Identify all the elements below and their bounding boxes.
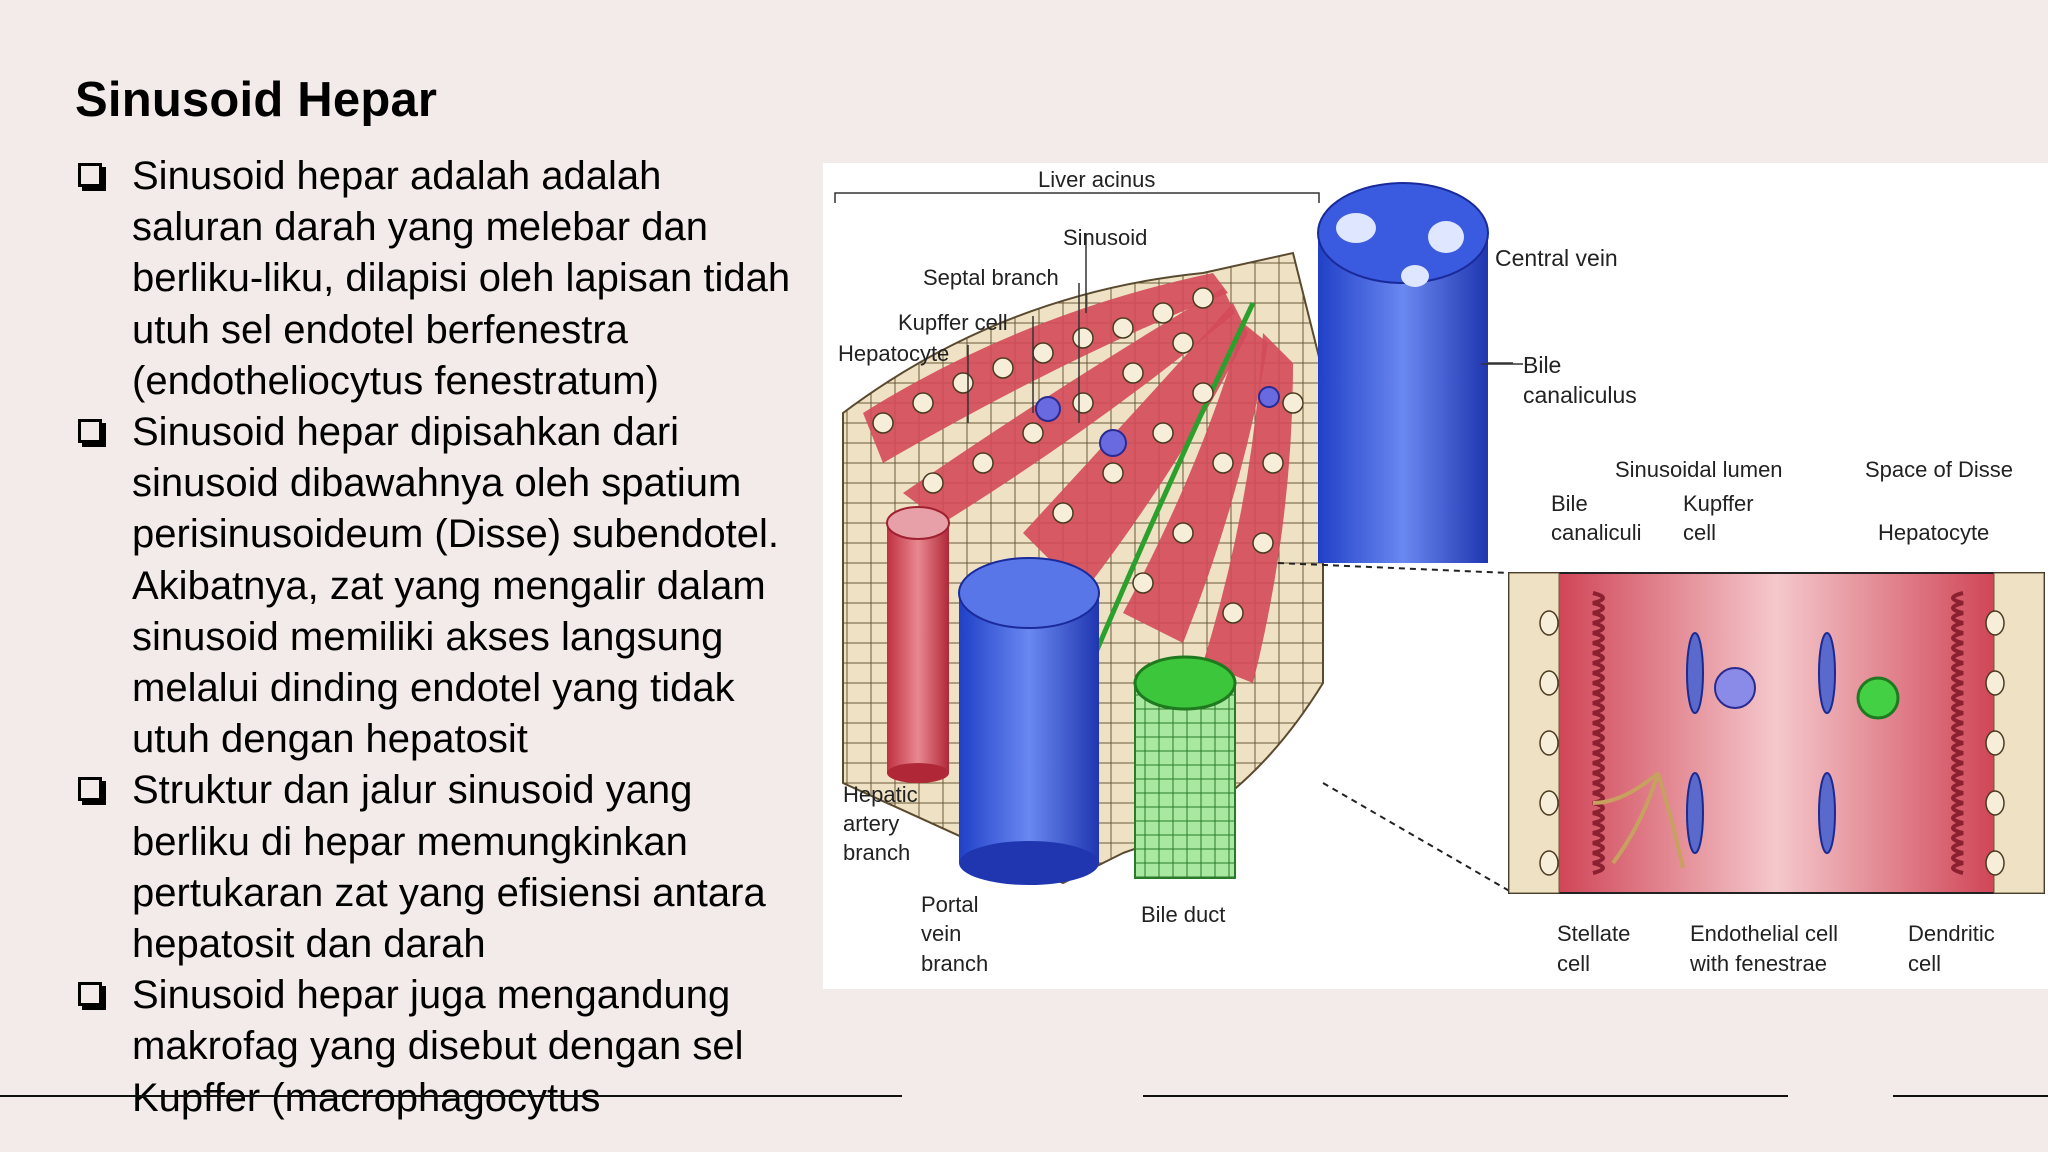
label-space-of-disse: Space of Disse (1865, 457, 2013, 482)
hepatic-artery-branch (886, 506, 950, 783)
footer-line-right (1893, 1095, 2048, 1097)
bile-duct (1133, 655, 1237, 879)
bullet-text: Sinusoid hepar dipisahkan dari sinusoid … (132, 410, 779, 762)
bullet-item: Sinusoid hepar dipisahkan dari sinusoid … (78, 407, 798, 765)
sinusoid-inset (1277, 562, 2045, 894)
label-hepatic-artery: Hepatic (843, 782, 918, 807)
label-central-vein: Central vein (1495, 245, 1618, 271)
label-dendritic-cell: Dendritic (1908, 921, 1995, 946)
label-hepatic-artery: artery (843, 811, 899, 836)
label-liver-acinus: Liver acinus (1038, 167, 1155, 192)
label-endothelial-cell: Endothelial cell (1690, 921, 1838, 946)
bullet-text: Sinusoid hepar juga mengandung makrofag … (132, 973, 744, 1120)
bullet-list: Sinusoid hepar adalah adalah saluran dar… (78, 151, 798, 1124)
label-portal-vein: branch (921, 951, 988, 976)
label-bile-canaliculi: canaliculi (1551, 520, 1642, 545)
label-kupffer: Kupffer (1683, 491, 1754, 516)
label-septal-branch: Septal branch (923, 265, 1059, 290)
label-dendritic-cell: cell (1908, 951, 1941, 976)
bullet-text: Sinusoid hepar adalah adalah saluran dar… (132, 154, 791, 403)
footer-line-middle (1143, 1095, 1788, 1097)
liver-acinus-bracket: Liver acinus (834, 167, 1320, 203)
slide-title: Sinusoid Hepar (75, 73, 438, 127)
footer-line-left (0, 1095, 902, 1097)
label-portal-vein: Portal (921, 892, 978, 917)
checkbox-bullet-icon (78, 777, 102, 802)
bullet-item: Sinusoid hepar adalah adalah saluran dar… (78, 151, 798, 407)
label-bile-canaliculus: canaliculus (1523, 382, 1637, 408)
label-kupffer-cell: Kupffer cell (898, 310, 1008, 335)
bullet-text: Struktur dan jalur sinusoid yang berliku… (132, 768, 766, 967)
label-bile-canaliculus: Bile (1523, 352, 1561, 378)
checkbox-bullet-icon (78, 982, 102, 1007)
label-hepatocyte-right: Hepatocyte (1878, 520, 1989, 545)
liver-sinusoid-diagram: Liver acinus (823, 163, 2048, 989)
label-bile-canaliculi: Bile (1551, 491, 1588, 516)
label-endothelial-cell: with fenestrae (1689, 951, 1827, 976)
label-hepatocyte: Hepatocyte (838, 341, 949, 366)
label-stellate-cell: Stellate (1557, 921, 1630, 946)
bullet-item: Struktur dan jalur sinusoid yang berliku… (78, 765, 798, 970)
checkbox-bullet-icon (78, 419, 102, 444)
label-bile-duct: Bile duct (1141, 902, 1225, 927)
checkbox-bullet-icon (78, 163, 102, 187)
label-stellate-cell: cell (1557, 951, 1590, 976)
leader-lines (967, 233, 1523, 423)
label-hepatic-artery: branch (843, 840, 910, 865)
central-vein (1317, 182, 1489, 563)
label-sinusoid: Sinusoid (1063, 225, 1147, 250)
label-kupffer: cell (1683, 520, 1716, 545)
portal-vein-branch (958, 557, 1100, 885)
bullet-item: Sinusoid hepar juga mengandung makrofag … (78, 970, 798, 1124)
label-portal-vein: vein (921, 921, 961, 946)
label-sinusoidal-lumen: Sinusoidal lumen (1615, 457, 1783, 482)
